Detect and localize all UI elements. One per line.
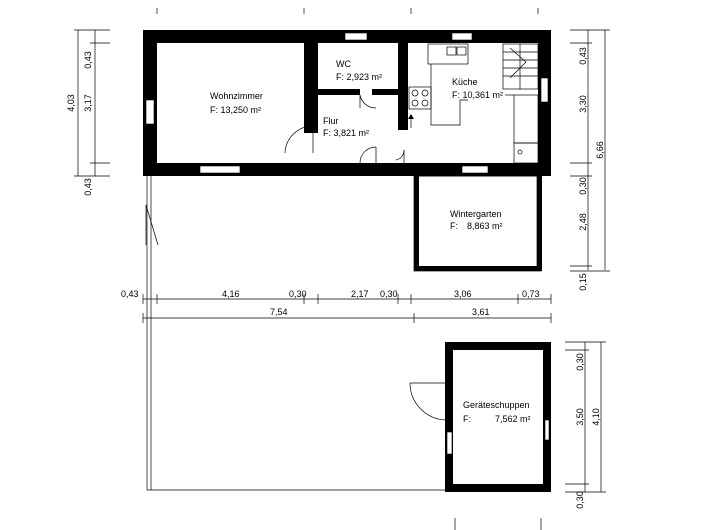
dim-left-2: 3,17 — [83, 94, 93, 112]
wintergarten — [413, 175, 542, 272]
house-windows — [145, 32, 549, 174]
room-name-flur: Flur — [323, 116, 339, 126]
dim-shed-1: 0,30 — [575, 353, 585, 371]
room-area-geraeteschuppen: 7,562 m² — [495, 414, 531, 424]
dim-h2-1: 7,54 — [270, 307, 288, 317]
room-name-wc: WC — [336, 59, 351, 69]
room-name-wohnzimmer: Wohnzimmer — [210, 91, 263, 101]
room-area-flur: F: 3,821 m² — [323, 128, 369, 138]
dim-shed-3: 0,30 — [575, 491, 585, 509]
dim-shed-2: 3,50 — [575, 408, 585, 426]
dim-h1-5: 0,30 — [380, 289, 398, 299]
room-area-prefix-geraeteschuppen: F: — [463, 414, 471, 424]
room-name-geraeteschuppen: Geräteschuppen — [463, 400, 530, 410]
room-name-kueche: Küche — [452, 77, 478, 87]
dim-h2-2: 3,61 — [472, 307, 490, 317]
dim-h1-3: 0,30 — [289, 289, 307, 299]
house-walls — [143, 30, 551, 176]
dim-shed-total: 4,10 — [591, 408, 601, 426]
shed-walls — [409, 342, 551, 492]
kitchen-fixtures — [408, 43, 539, 164]
room-area-wohnzimmer: F: 13,250 m² — [210, 105, 261, 115]
room-area-wc: F: 2,923 m² — [336, 72, 382, 82]
dim-right-5: 0,15 — [578, 273, 588, 291]
dimension-lines — [74, 8, 610, 530]
dim-h1-4: 2,17 — [351, 289, 369, 299]
dim-right-2: 3,30 — [578, 95, 588, 113]
dim-right-total: 6,66 — [595, 141, 605, 159]
dimension-labels: 0,43 3,17 0,43 4,03 0,43 3,30 0,30 2,48 … — [66, 47, 605, 509]
room-name-wintergarten: Wintergarten — [450, 209, 502, 219]
room-area-wintergarten: 8,863 m² — [467, 221, 503, 231]
dim-right-3: 0,30 — [578, 177, 588, 195]
terrace — [145, 176, 445, 491]
room-labels: Wohnzimmer F: 13,250 m² WC F: 2,923 m² K… — [210, 59, 531, 424]
dim-h1-1: 0,43 — [121, 289, 139, 299]
house-doors — [284, 94, 414, 164]
dim-left-3: 0,43 — [83, 178, 93, 196]
dim-right-1: 0,43 — [578, 47, 588, 65]
dim-h1-2: 4,16 — [222, 289, 240, 299]
dim-left-1: 0,43 — [83, 51, 93, 69]
dim-h1-6: 3,06 — [454, 289, 472, 299]
room-area-kueche: F: 10,361 m² — [452, 90, 503, 100]
dim-h1-7: 0,73 — [522, 289, 540, 299]
room-area-prefix-wintergarten: F: — [450, 221, 458, 231]
dim-left-total: 4,03 — [66, 94, 76, 112]
dim-right-4: 2,48 — [578, 213, 588, 231]
stairs — [502, 43, 539, 90]
